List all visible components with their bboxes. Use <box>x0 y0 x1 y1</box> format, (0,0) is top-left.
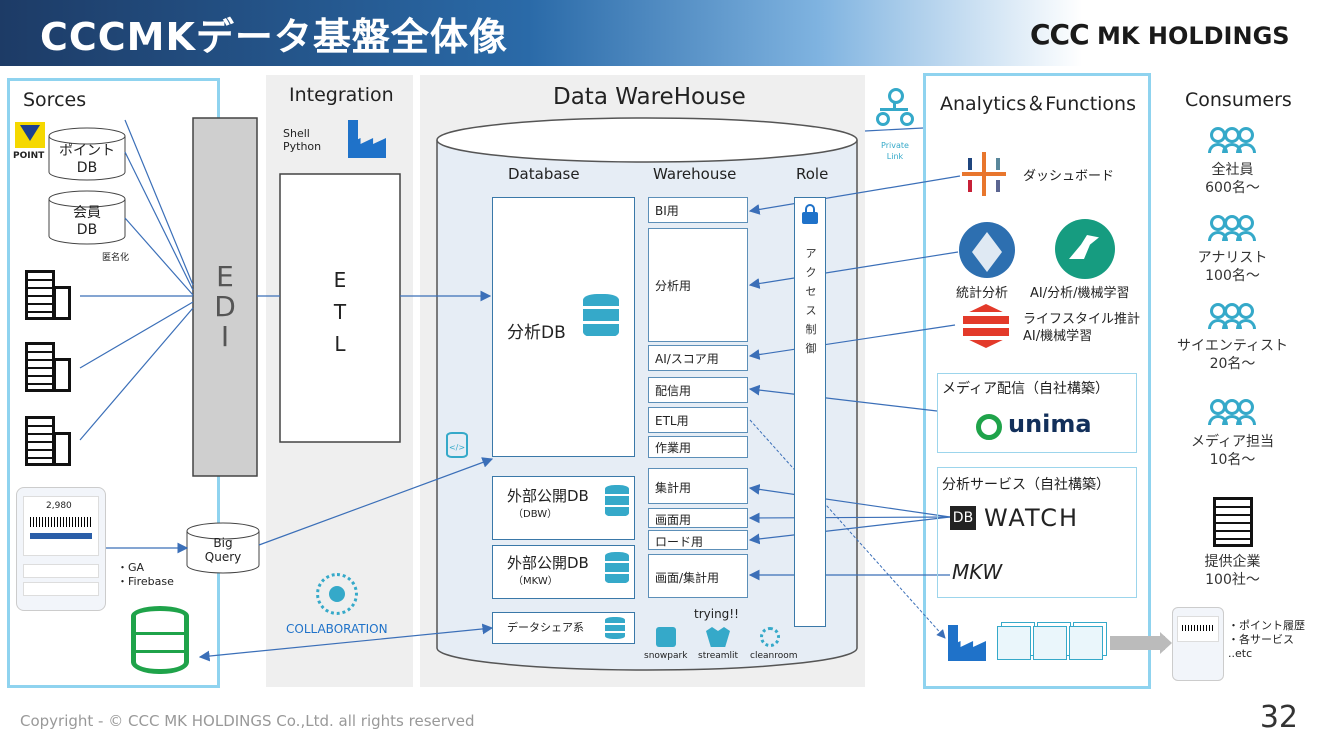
db-badge: DB <box>950 506 976 530</box>
factory-icon <box>948 625 986 661</box>
analysis-service-box: 分析サービス（自社構築） DB WATCH MKW <box>937 467 1137 598</box>
external-db-dbw-box: 外部公開DB （DBW） <box>492 476 635 540</box>
ai-ml-label: AI/分析/機械学習 <box>1030 286 1130 301</box>
people-group-icon <box>1207 213 1256 243</box>
analysis-db-box: 分析DB <box>492 197 635 457</box>
document-icon <box>1033 626 1067 660</box>
point-logo-text: POINT <box>13 151 45 161</box>
snowpark-label: snowpark <box>644 651 688 661</box>
header-banner <box>0 0 1320 66</box>
etl-box <box>279 173 401 443</box>
warehouse-column-title: Warehouse <box>653 165 737 183</box>
consumers-title: Consumers <box>1185 89 1292 111</box>
building-icon <box>25 342 73 394</box>
bird-icon <box>1055 219 1115 279</box>
warehouse-aggregate: 集計用 <box>648 468 748 504</box>
people-group-icon <box>1207 301 1256 331</box>
collaboration-icon <box>316 573 358 615</box>
bigquery-label: Big Query <box>204 536 242 564</box>
unima-icon <box>976 414 1002 440</box>
stats-label: 統計分析 <box>956 286 1009 301</box>
warehouse-etl: ETL用 <box>648 407 748 433</box>
warehouse-bi: BI用 <box>648 197 748 223</box>
app-notes: ・GA ・Firebase <box>117 561 174 588</box>
consumer-label: メディア担当 10名〜 <box>1190 434 1275 468</box>
cleanroom-icon <box>760 627 780 647</box>
anonymize-label: 匿名化 <box>102 253 130 263</box>
dashboard-label: ダッシュボード <box>1023 169 1115 184</box>
output-app-screenshot <box>1172 607 1224 681</box>
share-icon <box>605 617 625 639</box>
external-db-mkw-box: 外部公開DB （MKW） <box>492 545 635 599</box>
collaboration-label: COLLABORATION <box>286 622 388 636</box>
mkw-logo: MKW <box>952 560 1003 584</box>
code-db-icon: </> <box>446 432 468 458</box>
warehouse-delivery: 配信用 <box>648 377 748 403</box>
point-db-label: ポイント DB <box>59 143 115 176</box>
factory-icon <box>348 120 386 158</box>
warehouse-load: ロード用 <box>648 530 748 550</box>
v-point-icon <box>15 122 45 148</box>
building-icon <box>25 416 73 468</box>
streamlit-icon <box>706 627 730 647</box>
consumer-item: サイエンティスト 20名〜 <box>1165 301 1300 373</box>
data-share-box: データシェア系 <box>492 612 635 644</box>
copyright: Copyright - © CCC MK HOLDINGS Co.,Ltd. a… <box>20 712 475 730</box>
role-column-title: Role <box>796 165 829 183</box>
database-icon <box>605 485 629 517</box>
people-group-icon <box>1207 125 1256 155</box>
network-icon <box>876 88 914 126</box>
snowflake-db-icon <box>131 606 189 676</box>
mobile-app-screenshot: 2,980 <box>16 487 106 611</box>
document-icon <box>997 626 1031 660</box>
private-link-label: Private Link <box>881 141 909 161</box>
warehouse-ai-score: AI/スコア用 <box>648 345 748 371</box>
consumer-label: 提供企業 100社〜 <box>1204 554 1261 588</box>
consumer-item: 提供企業 100社〜 <box>1165 497 1300 589</box>
page-number: 32 <box>1259 700 1298 735</box>
consumer-label: サイエンティスト 20名〜 <box>1176 338 1289 372</box>
warehouse-work: 作業用 <box>648 436 748 458</box>
sources-title: Sorces <box>23 89 87 111</box>
output-notes: ・ポイント履歴 ・各サービス ..etc <box>1228 619 1305 660</box>
lock-icon <box>802 204 818 224</box>
etl-label: E T L <box>333 268 347 356</box>
shell-python-label: Shell Python <box>283 127 322 153</box>
consumer-label: 全社員 600名〜 <box>1205 162 1260 196</box>
lifestyle-label: ライフスタイル推計 AI/機械学習 <box>1023 312 1141 344</box>
cleanroom-label: cleanroom <box>750 651 798 661</box>
warehouse-analysis: 分析用 <box>648 228 748 342</box>
tableau-icon <box>962 152 1006 196</box>
page-title: CCCMKデータ基盤全体像 <box>40 15 508 59</box>
warehouse-screen: 画面用 <box>648 508 748 528</box>
trying-label: trying!! <box>694 607 739 621</box>
analytics-title: Analytics＆Functions <box>940 93 1136 115</box>
consumer-label: アナリスト 100名〜 <box>1197 250 1268 284</box>
databricks-icon <box>963 304 1009 348</box>
edi-bar <box>192 117 258 477</box>
analytics-panel <box>923 73 1151 689</box>
edi-label: E D I <box>214 260 236 353</box>
integration-title: Integration <box>289 84 394 106</box>
consumer-item: メディア担当 10名〜 <box>1165 397 1300 469</box>
role-access-control: ア ク セ ス 制 御 <box>794 197 826 627</box>
company-logo: CCC MK HOLDINGS <box>1030 18 1290 51</box>
building-icon <box>25 270 73 322</box>
media-delivery-box: メディア配信（自社構築） unima <box>937 373 1137 453</box>
streamlit-label: streamlit <box>698 651 739 661</box>
database-icon <box>605 552 629 584</box>
warehouse-screen-aggregate: 画面/集計用 <box>648 554 748 598</box>
member-db-label: 会員 DB <box>73 205 101 238</box>
database-column-title: Database <box>508 165 580 183</box>
warehouse-title: Data WareHouse <box>553 84 746 110</box>
consumer-item: 全社員 600名〜 <box>1165 125 1300 197</box>
snowpark-icon <box>656 627 676 647</box>
document-icon <box>1069 626 1103 660</box>
stats-icon <box>959 222 1015 278</box>
consumer-item: アナリスト 100名〜 <box>1165 213 1300 285</box>
database-icon <box>583 294 619 338</box>
people-group-icon <box>1207 397 1256 427</box>
building-icon <box>1212 497 1253 547</box>
watch-logo: WATCH <box>984 504 1080 532</box>
